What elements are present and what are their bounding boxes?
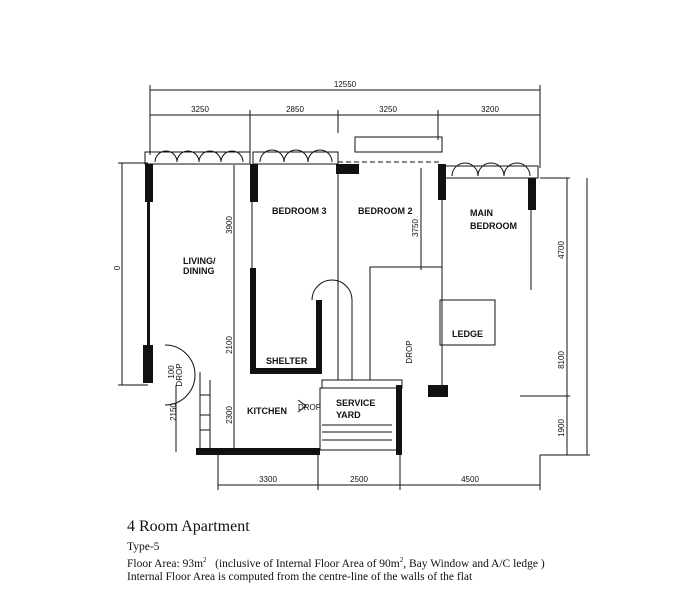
drop-label-3: DROP	[175, 363, 184, 386]
dining-label: DINING	[183, 266, 215, 276]
right-dimensions: 4700 8100 1900	[520, 177, 590, 456]
service-label: SERVICE	[336, 398, 375, 408]
dim-left-2: 100	[167, 365, 176, 379]
dim-top-2: 2850	[286, 105, 304, 114]
dim-inner-3: 2300	[225, 406, 234, 424]
floor-area-note-a: (inclusive of Internal Floor Area of 90m	[215, 557, 400, 570]
dim-overall: 12550	[334, 80, 357, 89]
top-dimensions: 12550 3250 2850 3250 3200	[149, 80, 541, 168]
caption-title: 4 Room Apartment	[127, 518, 250, 535]
dim-bottom-3: 4500	[461, 475, 479, 484]
yard-label: YARD	[336, 410, 361, 420]
dim-inner-4: 3750	[411, 219, 420, 237]
left-dimensions: 0 100 2150	[113, 162, 178, 452]
floor-area-label: Floor Area: 93m	[127, 557, 204, 570]
main-label: MAIN	[470, 208, 493, 218]
caption-type: Type-5	[127, 541, 160, 553]
shelter-label: SHELTER	[266, 356, 308, 366]
inner-dimensions: 3900 2100 2300 3750	[225, 165, 422, 455]
floor-area-note-b: , Bay Window and A/C ledge )	[403, 557, 545, 570]
dim-bottom-1: 3300	[259, 475, 277, 484]
kitchen-label: KITCHEN	[247, 406, 287, 416]
room-labels: LIVING/ DINING BEDROOM 3 BEDROOM 2 MAIN …	[175, 206, 517, 420]
main-bedroom-label: BEDROOM	[470, 221, 517, 231]
dim-bottom-2: 2500	[350, 475, 368, 484]
caption-floor-area: Floor Area: 93m2 (inclusive of Internal …	[127, 556, 545, 570]
dim-top-3: 3250	[379, 105, 397, 114]
dim-top-1: 3250	[191, 105, 209, 114]
dim-right-1: 4700	[557, 241, 566, 259]
caption-note: Internal Floor Area is computed from the…	[127, 571, 473, 583]
bottom-dimensions: 3300 2500 4500	[217, 455, 541, 490]
bedroom3-label: BEDROOM 3	[272, 206, 327, 216]
ledge-label: LEDGE	[452, 329, 483, 339]
dim-left-1: 0	[113, 265, 122, 270]
drop-label-2: DROP	[405, 340, 414, 363]
floor-area-note-sup: 2	[399, 556, 404, 564]
dim-right-2: 8100	[557, 351, 566, 369]
bedroom2-label: BEDROOM 2	[358, 206, 413, 216]
dim-inner-2: 2100	[225, 336, 234, 354]
dim-left-3: 2150	[169, 403, 178, 421]
interior-lines	[164, 174, 532, 452]
living-label: LIVING/	[183, 256, 216, 266]
dim-right-3: 1900	[557, 419, 566, 437]
floor-area-sup: 2	[203, 556, 207, 564]
dim-inner-1: 3900	[225, 216, 234, 234]
walls	[143, 164, 536, 455]
dim-top-4: 3200	[481, 105, 499, 114]
drop-label: DROP	[298, 403, 321, 412]
